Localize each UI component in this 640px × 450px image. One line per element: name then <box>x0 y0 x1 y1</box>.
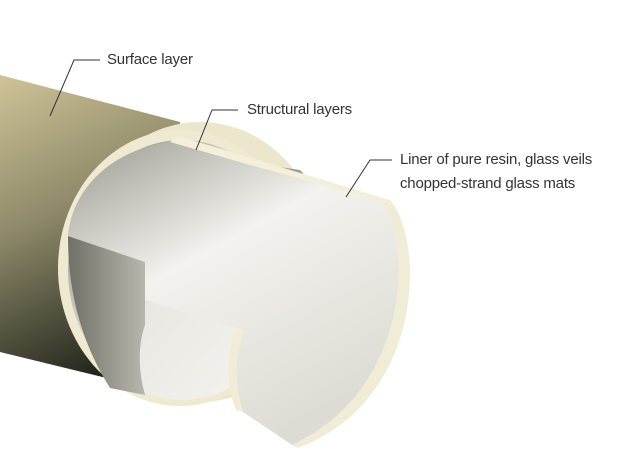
liner-notch-edge <box>228 328 244 412</box>
liner-label-line2: chopped-strand glass mats <box>400 175 576 192</box>
liner-label-line1: Liner of pure resin, glass veils <box>400 151 593 168</box>
liner-top-edge <box>170 136 390 203</box>
structural-leader-line <box>195 109 238 151</box>
liner-leader-line <box>345 159 392 198</box>
liner-layer <box>68 142 399 445</box>
cut-notch <box>68 236 145 395</box>
structural-layers-label: Structural layers <box>247 101 352 118</box>
surface-layer-label: Surface layer <box>107 51 193 68</box>
liner-edge <box>292 200 410 448</box>
surface-leader-line <box>49 59 100 117</box>
